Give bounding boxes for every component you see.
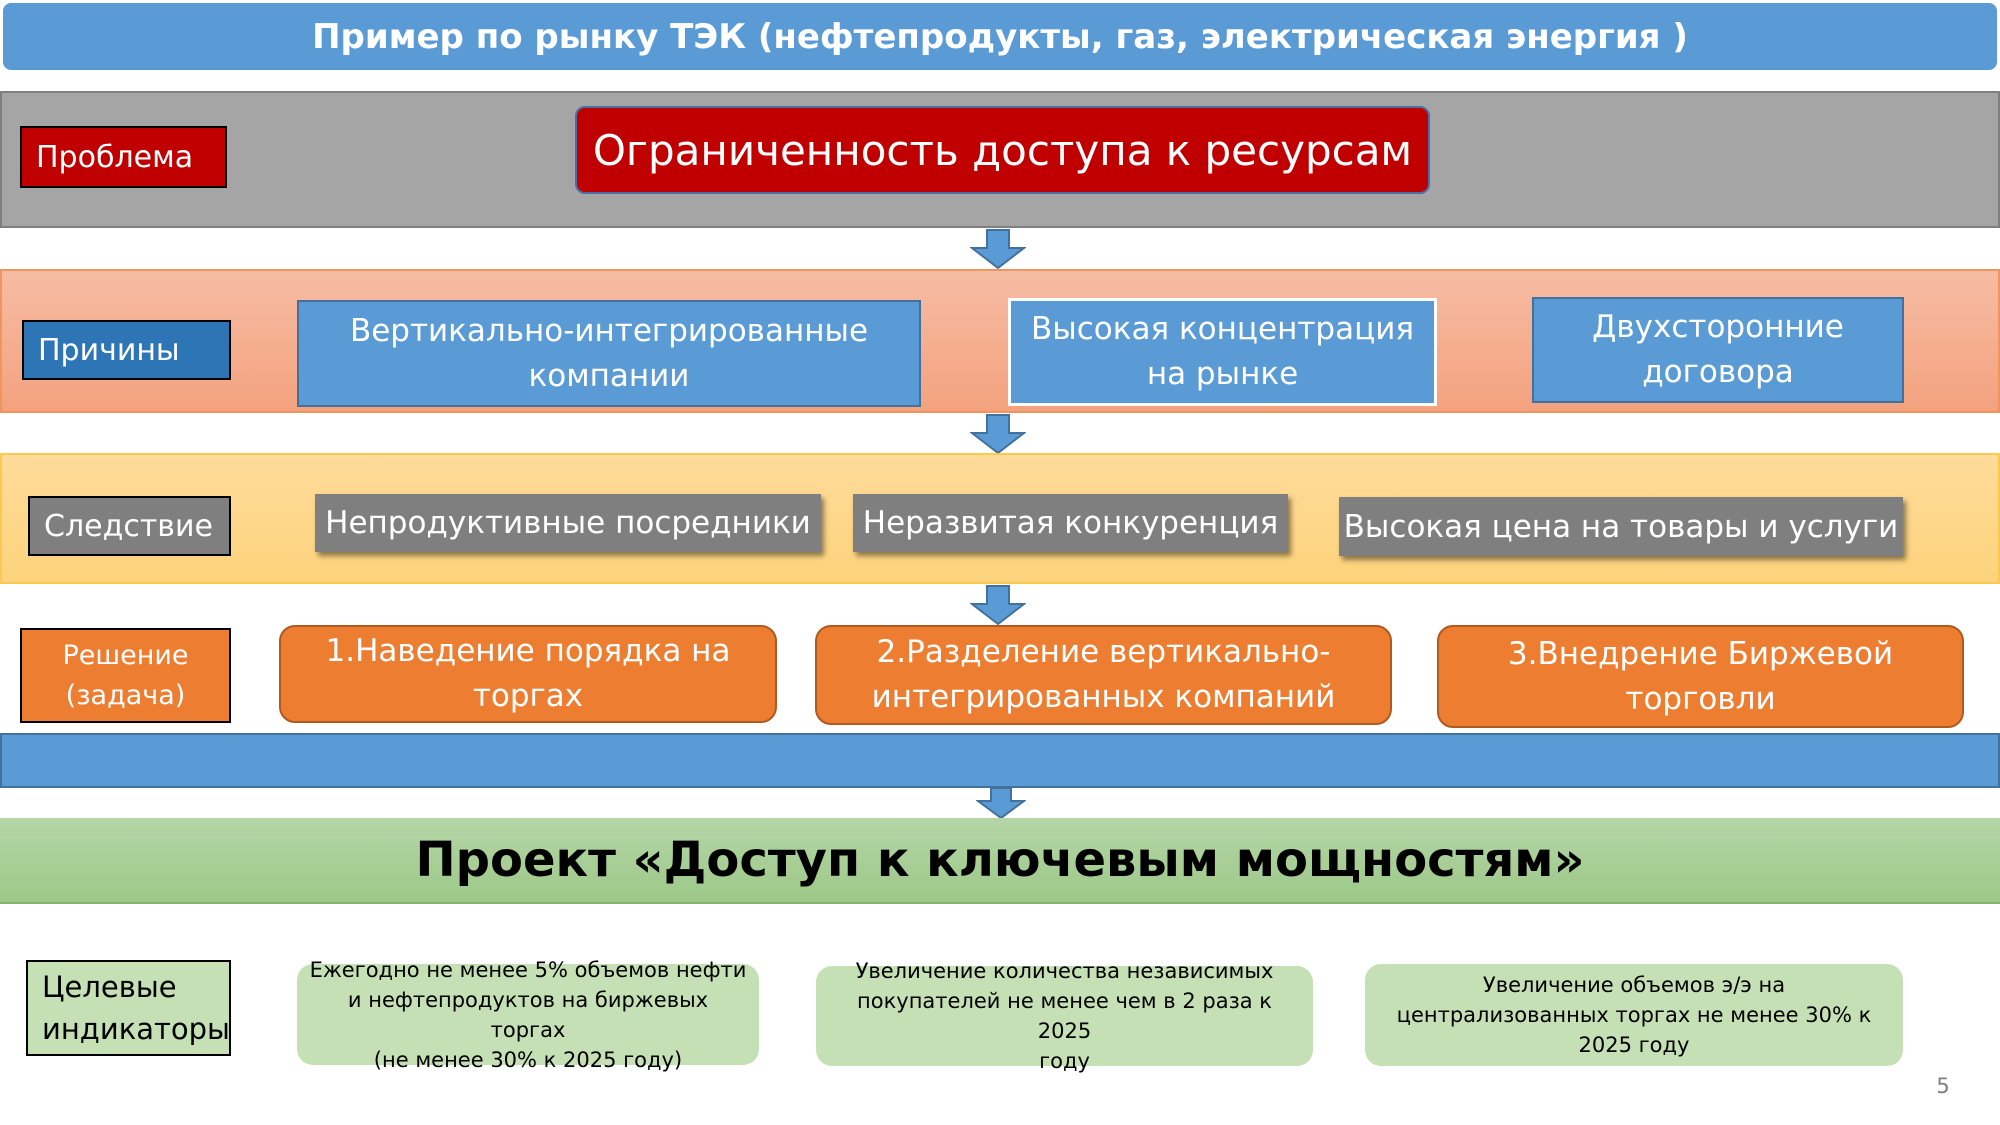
page-number-text: 5 (1936, 1074, 1950, 1098)
indicator-box: Ежегодно не менее 5% объемов нефти и неф… (297, 958, 759, 1072)
arrow-down-icon (976, 787, 1026, 819)
indicator-box: Увеличение объемов э/э на централизованн… (1365, 964, 1903, 1066)
problem-label: Проблема (20, 126, 227, 188)
effect-text: Высокая цена на товары и услуги (1343, 508, 1899, 545)
problem-label-text: Проблема (36, 139, 194, 175)
project-banner: Проект «Доступ к ключевым мощностям» (0, 818, 2000, 904)
solution-label-text: Решение (задача) (62, 639, 189, 711)
causes-label: Причины (22, 320, 231, 380)
indicator-text: Ежегодно не менее 5% объемов нефти и неф… (309, 957, 747, 1072)
project-title: Проект «Доступ к ключевым мощностям» (415, 832, 1585, 888)
cause-box: Двухсторонние договора (1532, 297, 1904, 403)
cause-text: Высокая концентрация на рынке (1030, 311, 1414, 392)
solution-label: Решение (задача) (20, 628, 231, 723)
effect-box: Высокая цена на товары и услуги (1339, 497, 1903, 556)
cause-text: Двухсторонние договора (1592, 309, 1844, 390)
indicator-text: Увеличение количества независимых покупа… (855, 959, 1274, 1073)
cause-box: Высокая концентрация на рынке (1008, 298, 1437, 406)
slide-title: Пример по рынку ТЭК (нефтепродукты, газ,… (3, 3, 1997, 70)
solution-box: 1.Наведение порядка на торгах (279, 625, 777, 723)
targets-label: Целевые индикаторы (26, 960, 231, 1056)
solution-text: 2.Разделение вертикально- интегрированны… (871, 634, 1336, 715)
arrow-down-icon (970, 229, 1026, 269)
arrow-down-icon (970, 414, 1026, 454)
arrow-down-icon (970, 585, 1026, 625)
solution-box: 2.Разделение вертикально- интегрированны… (815, 625, 1392, 725)
causes-label-text: Причины (38, 332, 180, 368)
effect-box: Неразвитая конкуренция (853, 494, 1288, 552)
cause-text: Вертикально-интегрированные компании (349, 312, 869, 394)
slide-title-text: Пример по рынку ТЭК (нефтепродукты, газ,… (312, 16, 1688, 57)
effect-text: Непродуктивные посредники (325, 505, 811, 541)
indicator-box: Увеличение количества независимых покупа… (816, 959, 1313, 1073)
solution-text: 1.Наведение порядка на торгах (325, 633, 731, 714)
indicator-text: Увеличение объемов э/э на централизованн… (1396, 973, 1872, 1057)
problem-text: Ограниченность доступа к ресурсам (592, 125, 1413, 175)
problem-box: Ограниченность доступа к ресурсам (575, 106, 1430, 194)
effect-box: Непродуктивные посредники (315, 494, 821, 552)
page-number: 5 (1928, 1072, 1958, 1100)
solution-box: 3.Внедрение Биржевой торговли (1437, 625, 1964, 728)
effects-label: Следствие (28, 496, 231, 556)
targets-label-text: Целевые индикаторы (42, 970, 230, 1046)
solution-text: 3.Внедрение Биржевой торговли (1507, 635, 1894, 717)
connector-band (0, 733, 2000, 788)
effect-text: Неразвитая конкуренция (862, 505, 1279, 541)
cause-box: Вертикально-интегрированные компании (297, 300, 921, 407)
effects-label-text: Следствие (44, 508, 213, 544)
